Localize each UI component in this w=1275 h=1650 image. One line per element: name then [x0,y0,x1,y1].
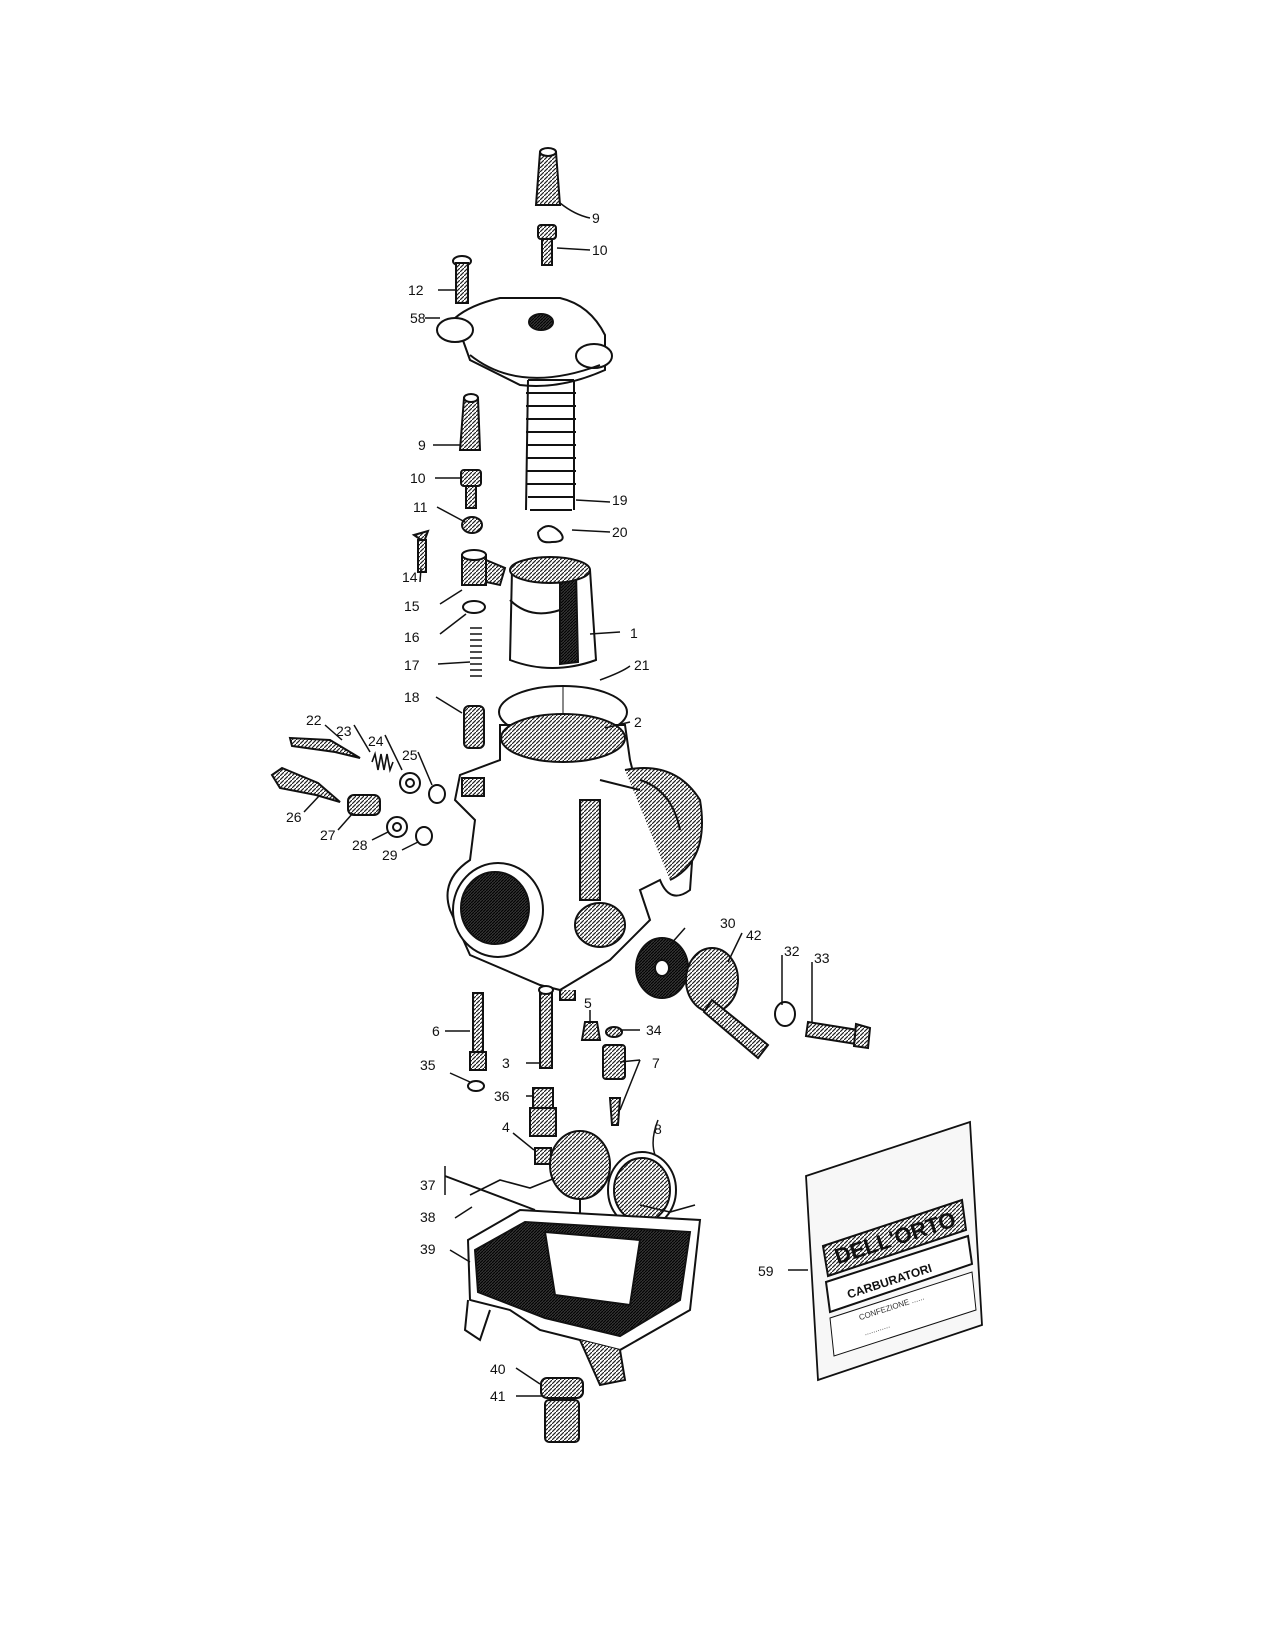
label-21: 21 [634,657,650,673]
label-3: 3 [502,1055,510,1071]
float-pin-37 [444,1175,536,1211]
label-30: 30 [720,915,736,931]
spring-icon [525,379,576,511]
label-2: 2 [634,714,642,730]
label-35: 35 [420,1057,436,1073]
label-23: 23 [336,723,352,739]
lock-nut-11 [461,516,483,534]
atomizer-3 [538,985,554,1069]
label-33: 33 [814,950,830,966]
label-27: 27 [320,827,336,843]
label-58: 58 [410,310,426,326]
carburetor-body-icon [446,713,703,1001]
label-5: 5 [584,995,592,1011]
label-10-top: 10 [592,242,608,258]
label-22: 22 [306,712,322,728]
part-labels: 9 10 12 58 9 10 11 14 15 16 17 18 19 20 … [286,210,830,1404]
adjuster-screw-top [537,224,557,266]
label-28: 28 [352,837,368,853]
carburetor-top-cap [436,297,613,387]
label-16: 16 [404,629,420,645]
screw-14 [411,529,430,573]
throttle-slide-1 [508,556,598,669]
label-36: 36 [494,1088,510,1104]
label-19: 19 [612,492,628,508]
idle-mixture-screw-22 [288,736,361,759]
label-39: 39 [420,1241,436,1257]
label-9-top: 9 [592,210,600,226]
washer-34 [605,1026,623,1038]
o-ring-25 [428,784,446,804]
needle-valve-7 [602,1044,626,1126]
clip-20 [537,525,564,544]
label-15: 15 [404,598,420,614]
label-29: 29 [382,847,398,863]
label-14: 14 [402,569,418,585]
label-24: 24 [368,733,384,749]
adjuster-cap-top [534,147,562,206]
label-40: 40 [490,1361,506,1377]
label-34: 34 [646,1022,662,1038]
label-6: 6 [432,1023,440,1039]
cap-screw-12 [452,255,472,304]
drain-plug-41 [544,1399,580,1443]
washer-32 [774,1001,796,1027]
spring-27 [347,794,381,816]
choke-body-15 [461,549,507,587]
banjo-fitting-42 [685,947,770,1060]
label-11: 11 [413,499,428,515]
o-ring-35 [467,1080,485,1092]
label-25: 25 [402,747,418,763]
washer-24 [399,772,421,794]
o-ring-29 [415,826,433,846]
adjuster-cap-mid [458,393,482,451]
label-1: 1 [630,625,638,641]
choke-plunger-18 [463,705,485,749]
label-37: 37 [420,1177,436,1193]
label-8: 8 [654,1121,662,1137]
o-ring-16 [462,600,486,614]
jet-holder-36 [529,1087,557,1137]
label-17: 17 [404,657,420,673]
label-7: 7 [652,1055,660,1071]
label-41: 41 [490,1388,506,1404]
leader-lines [303,202,813,1397]
washer-28 [386,816,408,838]
kit-bag-icon [805,1120,983,1382]
label-59: 59 [758,1263,774,1279]
float-bowl-icon [463,1208,702,1387]
label-12: 12 [408,282,424,298]
idle-speed-screw-26 [270,766,341,803]
label-4: 4 [502,1119,510,1135]
pilot-jet-5 [580,1021,602,1041]
banjo-bolt-33 [804,1020,872,1050]
wire-clip-38 [469,1177,696,1213]
label-38: 38 [420,1209,436,1225]
main-jet-4 [534,1147,552,1165]
filter-disc-30 [635,937,689,999]
label-32: 32 [784,943,800,959]
drain-fitting-40 [540,1377,584,1399]
label-9-mid: 9 [418,437,426,453]
label-10-mid: 10 [410,470,426,486]
label-42: 42 [746,927,762,943]
label-26: 26 [286,809,302,825]
needle-jet-6 [469,992,487,1071]
adjuster-screw-mid [460,469,482,509]
label-20: 20 [612,524,628,540]
spring-17 [470,627,482,677]
spring-23 [371,751,394,773]
label-18: 18 [404,689,420,705]
